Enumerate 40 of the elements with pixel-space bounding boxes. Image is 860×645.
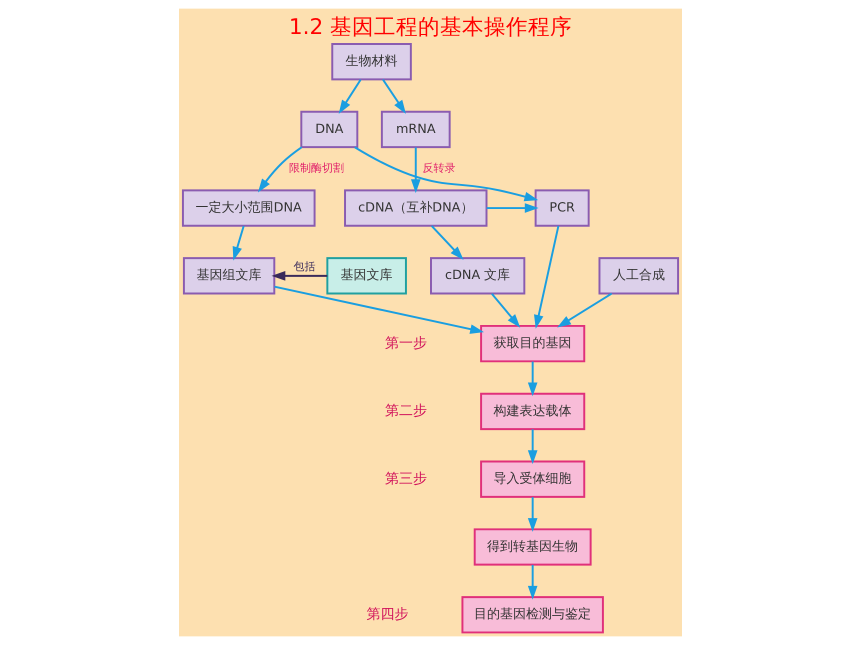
- node-box: 构建表达载体: [480, 392, 585, 430]
- arrow: [232, 226, 244, 261]
- node-box: cDNA 文库: [430, 257, 525, 294]
- arrow: [486, 203, 538, 213]
- arrow: [490, 293, 520, 328]
- node-box: 人工合成: [598, 257, 679, 294]
- edge-label: 包括: [292, 260, 315, 273]
- arrow: [556, 292, 612, 328]
- node-box: 基因文库: [326, 257, 406, 294]
- node-box: DNA: [300, 110, 358, 148]
- arrow: [527, 429, 537, 464]
- node-box: 导入受体细胞: [480, 460, 585, 498]
- arrow: [527, 564, 537, 600]
- arrow: [382, 79, 406, 114]
- node-box: PCR: [534, 189, 590, 227]
- node-box: 得到转基因生物: [473, 528, 592, 566]
- node-box: 目的基因检测与鉴定: [460, 596, 604, 634]
- node-label: 第三步: [384, 470, 426, 487]
- arrow: [430, 225, 464, 260]
- node-box: cDNA（互补DNA）: [344, 189, 487, 227]
- edge-label: 限制酶切割: [288, 162, 344, 174]
- edge-label: 反转录: [422, 162, 456, 174]
- diagram-title: 1.2 基因工程的基本操作程序: [288, 14, 572, 40]
- node-box: mRNA: [380, 110, 450, 148]
- node-label: 第四步: [366, 606, 408, 622]
- arrow: [257, 146, 302, 192]
- arrow: [410, 147, 420, 194]
- arrow: [271, 271, 327, 281]
- arrow: [527, 362, 537, 396]
- arrow: [527, 497, 537, 532]
- arrow: [534, 226, 559, 329]
- node-box: 生物材料: [330, 43, 412, 80]
- node-label: 第一步: [384, 335, 426, 352]
- arrow: [354, 146, 538, 202]
- node-box: 获取目的基因: [480, 324, 585, 362]
- node-box: 基因组文库: [182, 257, 275, 294]
- node-label: 第二步: [384, 403, 426, 420]
- arrow: [274, 286, 484, 334]
- node-box: 一定大小范围DNA: [181, 189, 316, 227]
- arrow: [338, 79, 361, 114]
